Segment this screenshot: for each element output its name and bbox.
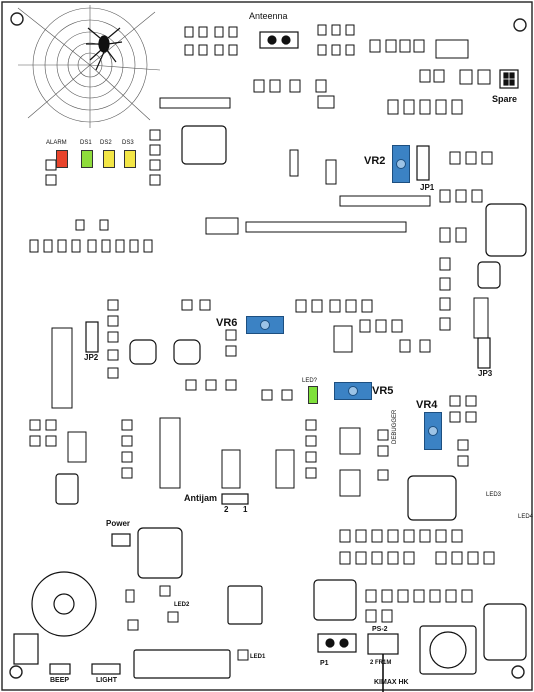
beep-label: BEEP xyxy=(50,677,70,684)
power-label: Power xyxy=(106,519,131,528)
spider-icon xyxy=(86,27,123,71)
vr6-label: VR6 xyxy=(216,317,238,329)
antijam-pin2-label: 2 xyxy=(224,505,229,514)
vr5-led xyxy=(308,386,318,404)
vr2-label: VR2 xyxy=(364,155,386,167)
vr6-potentiometer[interactable] xyxy=(246,316,284,334)
kimax-label: KIMAX HK xyxy=(374,679,409,686)
led-top-label: LED? xyxy=(302,378,318,384)
light-label: LIGHT xyxy=(96,677,117,684)
ds1-led xyxy=(81,150,93,168)
vr4-label: VR4 xyxy=(416,399,438,411)
led2-label: LED2 xyxy=(174,602,190,608)
ps2-label: PS-2 xyxy=(372,626,388,633)
spare-label: Spare xyxy=(492,94,518,104)
ps2-pins-label: 2 FR1M xyxy=(370,660,392,666)
vr4-potentiometer[interactable] xyxy=(424,412,442,450)
mount-hole-bl xyxy=(9,665,23,679)
ds1-label: DS1 xyxy=(80,140,92,146)
p1-label: P1 xyxy=(320,660,329,667)
mount-hole-tl xyxy=(10,12,24,26)
jp1-label: JP1 xyxy=(420,183,435,192)
jp3-label: JP3 xyxy=(478,369,493,378)
led3-label: LED3 xyxy=(486,492,502,498)
antijam-pin1-label: 1 xyxy=(243,505,248,514)
mount-hole-tr xyxy=(513,18,527,32)
alarm-led xyxy=(56,150,68,168)
alarm-label: ALARM xyxy=(46,140,67,146)
vr5-label: VR5 xyxy=(372,385,394,397)
smd-pads xyxy=(29,24,495,661)
ds3-led xyxy=(124,150,136,168)
led1-label: LED1 xyxy=(250,654,266,660)
jp2-label: JP2 xyxy=(84,353,99,362)
ds3-label: DS3 xyxy=(122,140,134,146)
vr5-potentiometer[interactable] xyxy=(334,382,372,400)
ic-chips xyxy=(51,39,489,497)
antenna-label: Anteenna xyxy=(249,11,288,21)
modules xyxy=(31,125,527,679)
connectors xyxy=(13,31,519,675)
antijam-label: Antijam xyxy=(184,493,218,503)
ds2-label: DS2 xyxy=(100,140,112,146)
spider-web-logo xyxy=(17,5,161,128)
ds2-led xyxy=(103,150,115,168)
led4-label: LED4 xyxy=(518,514,534,520)
debugger-label: DEBUGGER xyxy=(392,409,398,444)
vr2-potentiometer[interactable] xyxy=(392,145,410,183)
resistor-arrays xyxy=(159,97,431,235)
mount-hole-br xyxy=(511,665,525,679)
